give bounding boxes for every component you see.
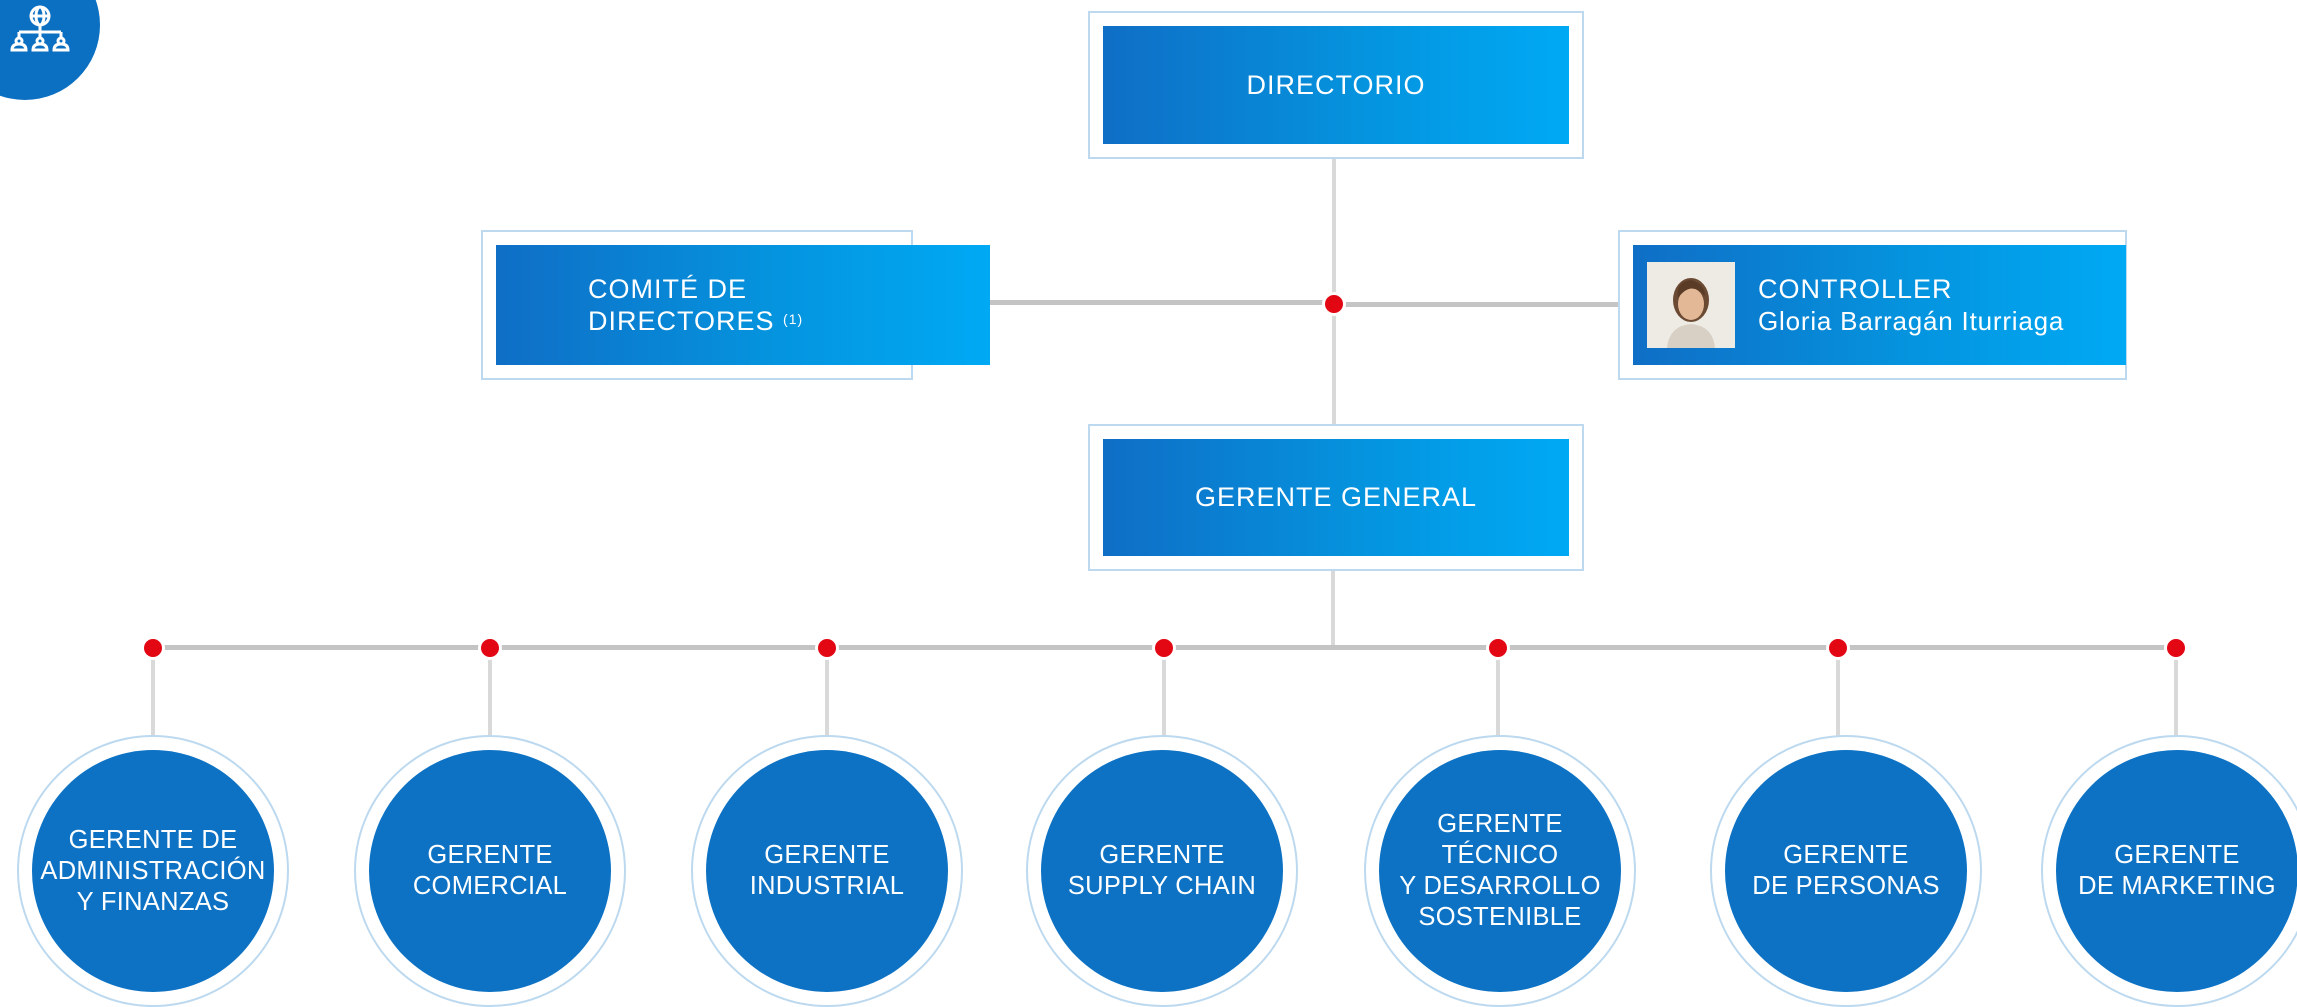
junction-dot-2	[478, 636, 502, 660]
controller-box: CONTROLLER Gloria Barragán Iturriaga	[1618, 230, 2127, 380]
connector-general	[1331, 570, 1335, 648]
junction-dot-5	[1486, 636, 1510, 660]
directorio-box: DIRECTORIO	[1088, 11, 1584, 159]
general-manager-label: GERENTE GENERAL	[1103, 439, 1569, 556]
manager-admin-finance: GERENTE DE ADMINISTRACIÓN Y FINANZAS	[17, 735, 289, 1007]
directorio-label: DIRECTORIO	[1103, 26, 1569, 144]
connector-manager-3	[825, 648, 829, 748]
junction-dot-4	[1152, 636, 1176, 660]
committee-label: COMITÉ DE DIRECTORES (1)	[588, 274, 804, 336]
connector-manager-7	[2174, 648, 2178, 748]
committee-box: COMITÉ DE DIRECTORES (1)	[481, 230, 990, 380]
manager-industrial: GERENTE INDUSTRIAL	[691, 735, 963, 1007]
connector-manager-4	[1162, 648, 1166, 748]
general-manager-box: GERENTE GENERAL	[1088, 424, 1584, 571]
connector-manager-5	[1496, 648, 1500, 748]
junction-dot-3	[815, 636, 839, 660]
junction-dot-center	[1322, 292, 1346, 316]
controller-title: CONTROLLER	[1758, 274, 1953, 304]
junction-dot-7	[2164, 636, 2188, 660]
connector-committee	[912, 300, 1332, 305]
connector-top	[1332, 158, 1336, 424]
person-photo	[1647, 262, 1735, 348]
org-chart-globe-icon	[0, 0, 100, 100]
connector-manager-1	[151, 648, 155, 748]
committee-footnote: (1)	[783, 311, 804, 327]
manager-marketing: GERENTE DE MARKETING	[2041, 735, 2297, 1007]
junction-dot-1	[141, 636, 165, 660]
connector-manager-6	[1836, 648, 1840, 748]
manager-people: GERENTE DE PERSONAS	[1710, 735, 1982, 1007]
connector-manager-2	[488, 648, 492, 748]
manager-technical-sustainability: GERENTE TÉCNICO Y DESARROLLO SOSTENIBLE	[1364, 735, 1636, 1007]
manager-commercial: GERENTE COMERCIAL	[354, 735, 626, 1007]
junction-dot-6	[1826, 636, 1850, 660]
manager-supply-chain: GERENTE SUPPLY CHAIN	[1026, 735, 1298, 1007]
connector-controller	[1334, 302, 1620, 307]
controller-name: Gloria Barragán Iturriaga	[1758, 306, 2065, 336]
